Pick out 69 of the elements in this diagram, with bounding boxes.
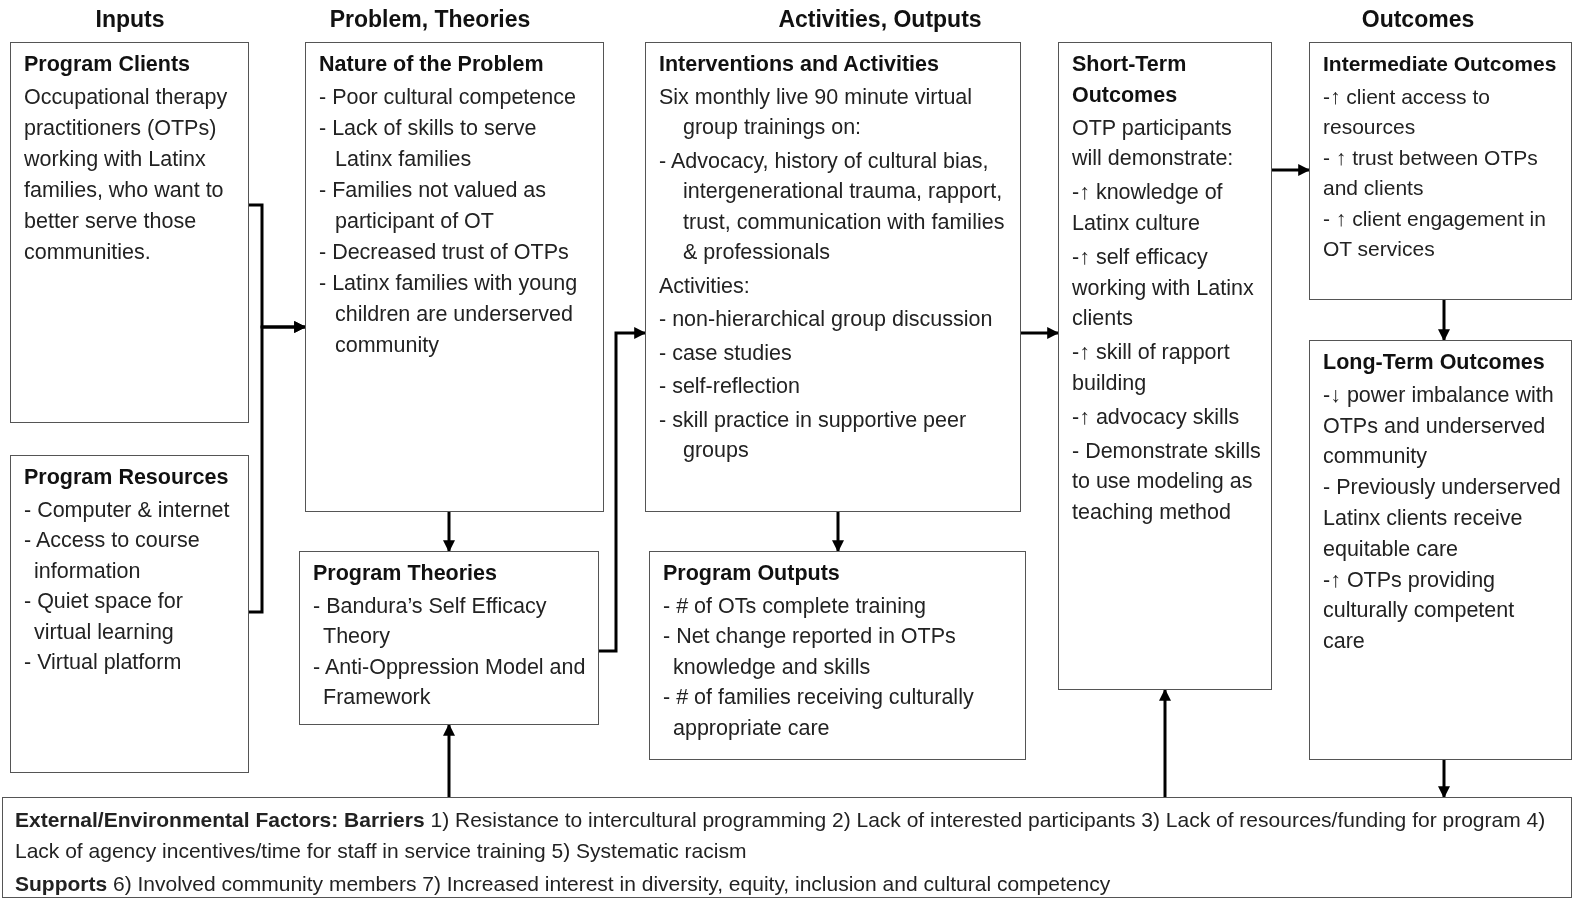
- body-text: - case studies: [659, 339, 793, 367]
- text-box: [1309, 42, 1572, 300]
- column-heading: Problem, Theories: [329, 6, 531, 33]
- box-heading: Intermediate Outcomes: [1323, 51, 1558, 77]
- body-text: -↓ power imbalance with OTPs and underserved community: [1323, 381, 1555, 471]
- body-text: OTP participants will demonstrate:: [1072, 114, 1235, 173]
- body-text: - Net change reported in OTPs knowledge and skills: [663, 623, 957, 681]
- body-text: - Families not valued as participant of OT: [319, 177, 548, 235]
- column-heading: Outcomes: [1361, 6, 1475, 33]
- arrow: [1021, 327, 1060, 339]
- text-box: [1309, 340, 1572, 760]
- body-text: Activities:: [659, 272, 751, 300]
- body-text: - Computer & internet: [24, 496, 231, 524]
- body-text: - Poor cultural competence: [319, 84, 577, 111]
- factors-text: External/Environmental Factors: Barriers 1) Resistance to intercultural programming 2) Lack of interested participants 3) Lack of resources/funding for program 4) Lack of agency incentives/time for staff in service training 5) Systematic racism: [15, 807, 1547, 864]
- body-text: - Quiet space for virtual learning: [24, 588, 184, 646]
- body-text: - Bandura’s Self Efficacy Theory: [313, 592, 548, 650]
- body-text: - Advocacy, history of cultural bias, intergenerational trauma, rapport, trust, communication with families & professionals: [659, 147, 1006, 266]
- arrow: [1159, 688, 1171, 797]
- text-box: [299, 551, 599, 725]
- body-text: - skill practice in supportive peer groups: [659, 406, 968, 464]
- text-box: [10, 455, 249, 773]
- body-text: -↑ self efficacy working with Latinx clients: [1072, 243, 1255, 333]
- body-text: -↑ knowledge of Latinx culture: [1072, 179, 1224, 237]
- arrow: [1438, 300, 1450, 342]
- text-box: [645, 42, 1021, 512]
- arrow: [599, 327, 647, 653]
- body-text: - Previously underserved Latinx clients receive equitable care: [1323, 474, 1561, 563]
- body-text: - # of families receiving culturally appropriate care: [663, 684, 975, 742]
- body-text: -↑ advocacy skills: [1072, 403, 1241, 431]
- arrow: [443, 723, 455, 797]
- arrow: [249, 321, 307, 614]
- box-heading: Nature of the Problem: [319, 51, 545, 78]
- body-text: - Demonstrate skills to use modeling as teaching method: [1072, 437, 1261, 527]
- body-text: -↑ skill of rapport building: [1072, 339, 1231, 397]
- factors-text: Supports 6) Involved community members 7) Increased interest in diversity, equity, inclusion and cultural competency: [15, 871, 1112, 897]
- column-heading: Inputs: [95, 6, 165, 33]
- box-heading: Program Outputs: [663, 560, 841, 587]
- body-text: - Virtual platform: [24, 649, 183, 676]
- text-box: [2, 797, 1572, 898]
- box-heading: Program Theories: [313, 560, 498, 587]
- box-heading: Short-Term Outcomes: [1072, 51, 1188, 109]
- body-text: - ↑ client engagement in OT services: [1323, 205, 1547, 262]
- arrow: [443, 512, 455, 553]
- box-heading: Long-Term Outcomes: [1323, 349, 1546, 376]
- arrow: [1272, 164, 1311, 176]
- body-text: - # of OTs complete training: [663, 592, 927, 620]
- box-heading: Program Clients: [24, 51, 192, 78]
- body-text: - non-hierarchical group discussion: [659, 306, 994, 333]
- text-box: [10, 42, 249, 423]
- box-heading: Program Resources: [24, 464, 230, 491]
- column-heading: Activities, Outputs: [778, 6, 982, 33]
- body-text: - ↑ trust between OTPs and clients: [1323, 144, 1539, 201]
- body-text: - Anti-Oppression Model and Framework: [313, 653, 587, 711]
- body-text: - Decreased trust of OTPs: [319, 239, 570, 266]
- body-text: -↑ OTPs providing culturally competent care: [1323, 566, 1516, 656]
- body-text: Six monthly live 90 minute virtual group trainings on:: [659, 83, 974, 141]
- arrow: [1438, 760, 1450, 799]
- arrow: [832, 512, 844, 553]
- body-text: Occupational therapy practitioners (OTPs) working with Latinx families, who want to better serve those communities.: [24, 84, 229, 266]
- body-text: - Access to course information: [24, 527, 201, 585]
- text-box: [305, 42, 604, 512]
- text-box: [649, 551, 1026, 760]
- text-box: [1058, 42, 1272, 690]
- body-text: - self-reflection: [659, 373, 801, 400]
- body-text: - Lack of skills to serve Latinx families: [319, 115, 538, 173]
- box-heading: Interventions and Activities: [659, 51, 940, 78]
- body-text: -↑ client access to resources: [1323, 83, 1491, 140]
- body-text: - Latinx families with young children are underserved community: [319, 270, 579, 359]
